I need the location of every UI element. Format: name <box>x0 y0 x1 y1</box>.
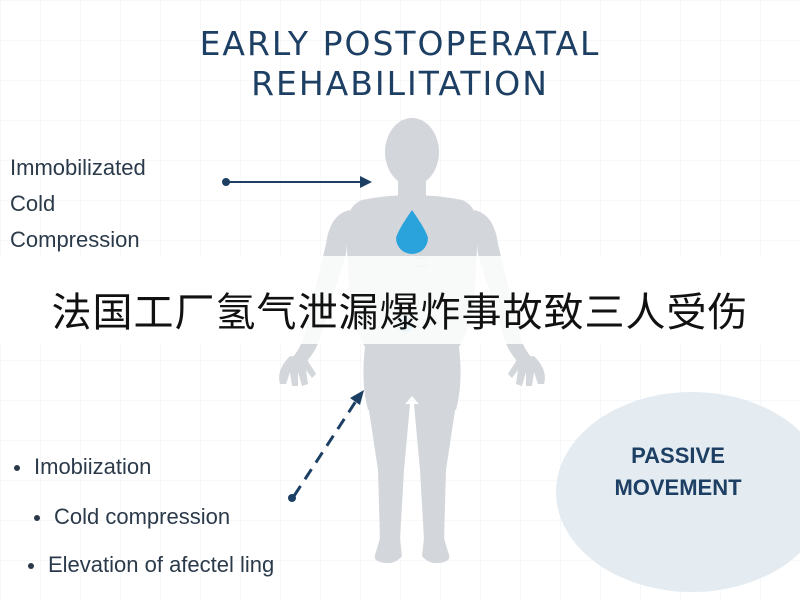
title-line-2: REHABILITATION <box>251 64 549 103</box>
top-label-line: Cold <box>10 191 56 216</box>
body-right-hand <box>508 356 545 386</box>
body-right-leg <box>414 404 456 544</box>
circle-line-2: MOVEMENT <box>614 475 742 500</box>
bullet-item: Imobiization <box>14 454 151 480</box>
top-label-line: Immobilizated <box>10 155 146 180</box>
bullet-dot-icon <box>28 563 34 570</box>
circle-line-1: PASSIVE <box>631 443 725 468</box>
body-left-foot <box>374 538 402 564</box>
body-right-foot <box>422 538 450 564</box>
bullet-item: Cold compression <box>34 504 230 530</box>
bullet-text: Cold compression <box>54 504 231 529</box>
news-banner-text: 法国工厂氢气泄漏爆炸事故致三人受伤 <box>51 290 749 336</box>
top-label-line: Compression <box>10 227 140 252</box>
bullet-item: Elevation of afectel ling <box>28 552 274 578</box>
bullet-dot-icon <box>14 465 20 472</box>
body-left-hand <box>279 356 316 386</box>
water-drop-icon <box>396 210 428 254</box>
bullet-text: Elevation of afectel ling <box>48 552 275 577</box>
bullet-text: Imobiization <box>34 454 152 479</box>
body-left-leg <box>368 404 410 544</box>
top-label: Immobilizated Cold Compression <box>10 150 146 258</box>
passive-movement-circle <box>556 392 800 592</box>
bullet-dot-icon <box>34 515 40 522</box>
body-head <box>385 118 439 186</box>
arrow-right-icon <box>222 176 372 188</box>
dashed-double-arrow-icon <box>288 390 364 502</box>
passive-movement-label: PASSIVE MOVEMENT <box>556 440 800 504</box>
title-line-1: EARLY POSTOPERATAL <box>199 24 601 63</box>
body-hips <box>363 340 461 410</box>
news-banner-bg <box>0 256 800 344</box>
